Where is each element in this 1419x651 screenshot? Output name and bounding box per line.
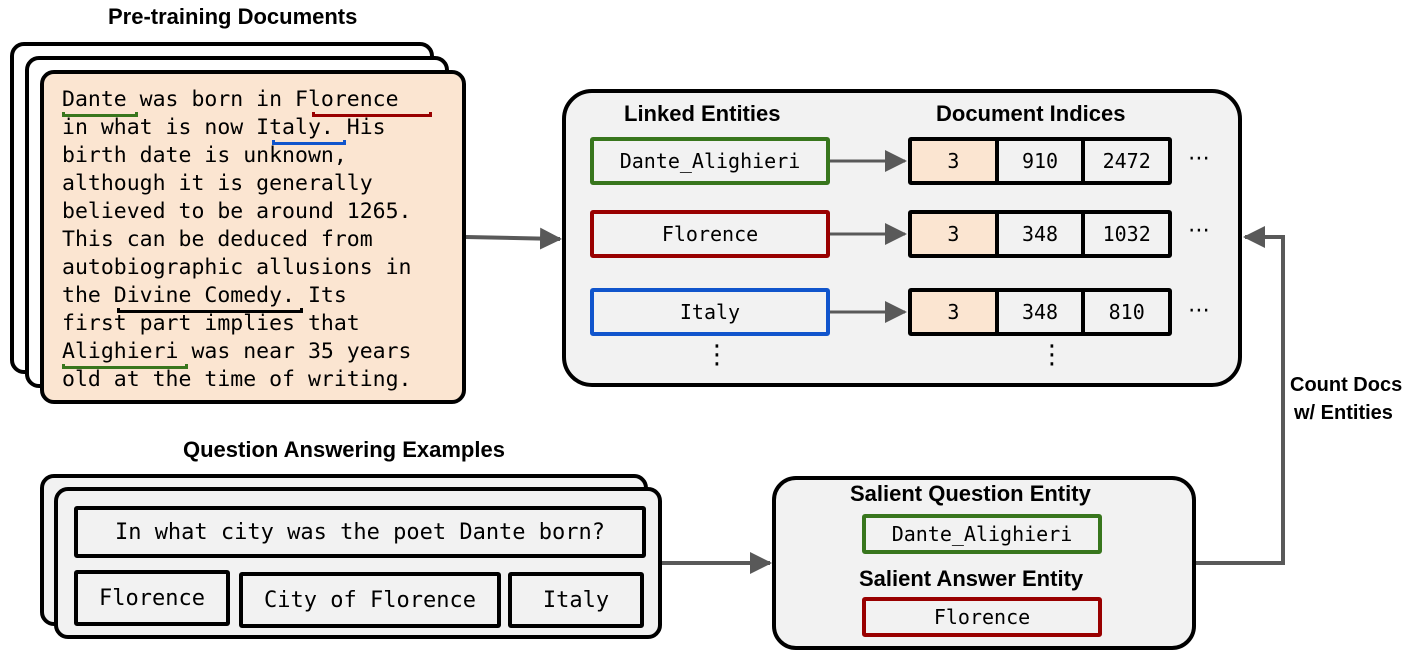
salient-question-entity-box: Dante_Alighieri	[862, 514, 1102, 554]
linked-entities-heading: Linked Entities	[624, 101, 781, 126]
qa-answer-box: Italy	[508, 572, 644, 628]
entity-box-florence: Florence	[590, 210, 830, 258]
entity-box-dante: Dante_Alighieri	[590, 137, 830, 185]
index-cell: 2472	[1085, 141, 1169, 181]
more-indices-dante: ⋯	[1188, 146, 1210, 171]
pretraining-heading: Pre-training Documents	[108, 4, 358, 29]
more-indices-florence: ⋯	[1188, 218, 1210, 243]
document-line: old at the time of writing.	[62, 367, 412, 392]
salient-answer-heading: Salient Answer Entity	[859, 566, 1084, 591]
index-cell: 810	[1085, 292, 1169, 332]
index-cell: 1032	[1085, 214, 1169, 254]
salient-to-index-arrow	[1196, 226, 1285, 565]
doc-to-entities-arrow	[465, 227, 562, 250]
document-sheet-front: Dante was born in Florence in what is no…	[40, 70, 466, 404]
entity-box-italy: Italy	[590, 288, 830, 336]
document-text: Dante was born in Florence in what is no…	[62, 86, 462, 396]
index-row-dante: 3 910 2472	[908, 137, 1172, 185]
qa-question-box: In what city was the poet Dante born?	[74, 506, 646, 558]
document-line: although it is generally	[62, 171, 373, 196]
document-line: This can be deduced from	[62, 227, 373, 252]
alighieri-underline	[62, 364, 188, 369]
divine-comedy-underline	[117, 308, 303, 313]
document-line: birth date is unknown,	[62, 143, 347, 168]
document-line: in what is now Italy. His	[62, 115, 386, 140]
index-row-italy: 3 348 810	[908, 288, 1172, 336]
document-line: autobiographic allusions in	[62, 255, 412, 280]
more-rows-vertical: ⋮	[1039, 340, 1065, 370]
qa-answer-box: Florence	[74, 570, 230, 626]
document-line: first part implies that	[62, 311, 360, 336]
florence-underline	[312, 112, 432, 117]
index-cell: 3	[912, 214, 995, 254]
salient-question-heading: Salient Question Entity	[850, 481, 1091, 506]
index-row-florence: 3 348 1032	[908, 210, 1172, 258]
qa-answer-box: City of Florence	[239, 572, 501, 628]
document-line: believed to be around 1265.	[62, 199, 412, 224]
salient-answer-entity-box: Florence	[862, 597, 1102, 637]
index-cell: 910	[998, 141, 1082, 181]
index-cell: 3	[912, 292, 995, 332]
dante-underline	[62, 112, 138, 117]
count-docs-label-line1: Count Docs	[1290, 374, 1403, 396]
italy-underline	[272, 140, 346, 145]
document-indices-heading: Document Indices	[936, 101, 1126, 126]
index-cell: 3	[912, 141, 995, 181]
document-line: Alighieri was near 35 years	[62, 339, 412, 364]
more-entities-vertical: ⋮	[704, 340, 730, 370]
document-line: the Divine Comedy. Its	[62, 283, 347, 308]
index-cell: 348	[998, 214, 1082, 254]
document-line: Dante was born in Florence	[62, 87, 399, 112]
qa-heading: Question Answering Examples	[183, 437, 505, 462]
count-docs-label-line2: w/ Entities	[1294, 402, 1393, 424]
more-indices-italy: ⋯	[1188, 298, 1210, 323]
index-cell: 348	[998, 292, 1082, 332]
